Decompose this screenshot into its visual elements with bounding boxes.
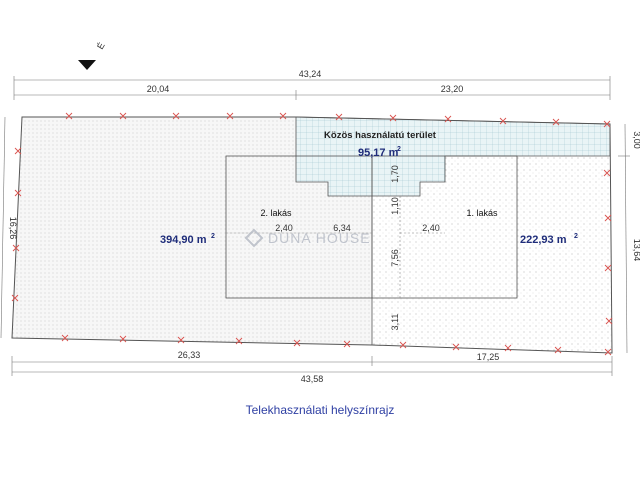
unit1-label: 1. lakás xyxy=(466,208,498,218)
watermark-logo-icon xyxy=(244,228,264,248)
dim-top-total: 43,24 xyxy=(299,69,322,79)
north-label: É xyxy=(95,41,107,51)
right-area-value: 222,93 m xyxy=(520,234,567,246)
dim-bottom-right: 17,25 xyxy=(477,352,500,362)
dimension-lines xyxy=(0,76,630,376)
dim-bottom-left: 26,33 xyxy=(178,350,201,360)
plan-caption: Telekhasználati helyszínrajz xyxy=(246,403,395,417)
unit2-label: 2. lakás xyxy=(260,208,292,218)
dim-right-main: 13,64 xyxy=(632,239,640,262)
dim-right-upper: 3,00 xyxy=(632,131,640,149)
left-area-value: 394,90 m xyxy=(160,234,207,246)
dim-1-70: 1,70 xyxy=(390,165,400,183)
dim-right-2-40: 2,40 xyxy=(422,223,440,233)
watermark: DUNA HOUSE xyxy=(244,228,371,248)
dim-3-11: 3,11 xyxy=(390,314,400,331)
dim-bottom-total: 43,58 xyxy=(301,374,324,384)
watermark-text: DUNA HOUSE xyxy=(268,230,371,246)
plot-boundary xyxy=(11,116,613,354)
boundary-markers xyxy=(11,112,613,356)
common-area-title: Közös használatú terület xyxy=(324,130,437,141)
common-area-sup: 2 xyxy=(397,146,401,153)
dim-left-2-40: 2,40 xyxy=(275,223,293,233)
right-area-sup: 2 xyxy=(574,233,578,240)
plot-left-area xyxy=(12,117,372,345)
dim-top-left: 20,04 xyxy=(147,84,170,94)
dim-top-right: 23,20 xyxy=(441,84,464,94)
left-area-sup: 2 xyxy=(211,233,215,240)
dim-1-10: 1,10 xyxy=(390,197,400,215)
common-area-value: 95,17 m xyxy=(358,147,399,159)
unit1-footprint xyxy=(371,155,518,299)
dim-left-side: 16,26 xyxy=(8,217,18,240)
dim-mid: 6,34 xyxy=(333,223,351,233)
dim-7-56: 7,56 xyxy=(390,249,400,267)
north-arrow-icon xyxy=(78,60,96,70)
north-arrow: É xyxy=(78,41,107,70)
